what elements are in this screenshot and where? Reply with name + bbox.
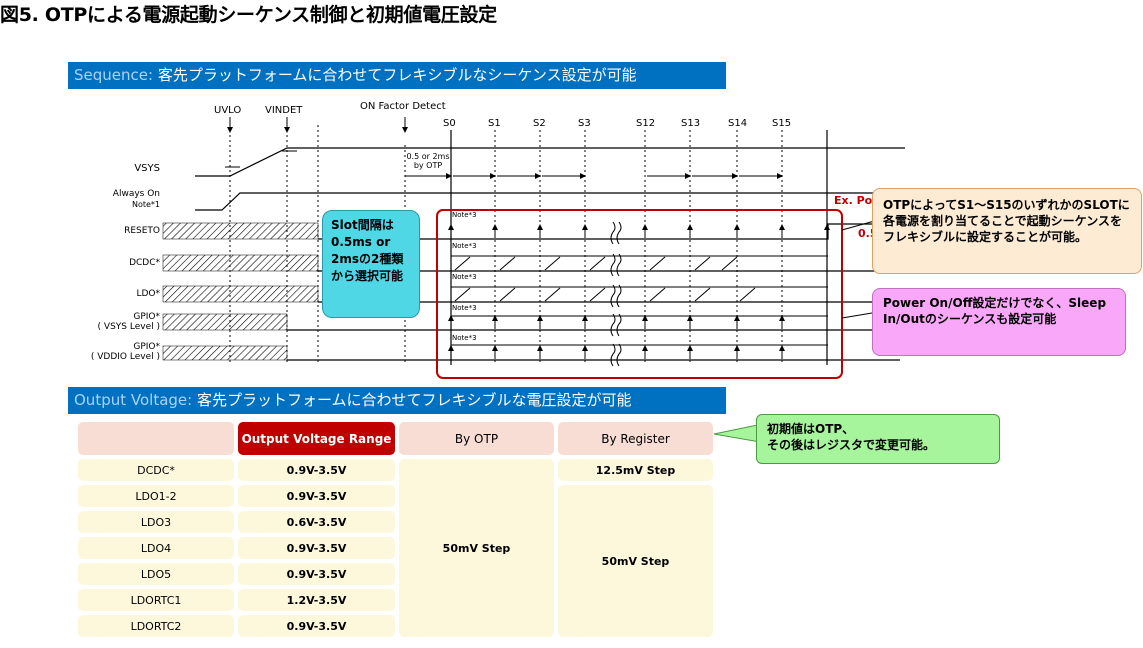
slot-interval-callout: Slot間隔は0.5ms or 2msの2種類から選択可能 <box>322 210 420 318</box>
sequence-banner-jp: 客先プラットフォームに合わせてフレキシブルなシーケンス設定が可能 <box>157 66 637 84</box>
table-row: LDORTC2 0.9V-3.5V <box>78 615 713 637</box>
slot-s2: S2 <box>533 118 546 129</box>
row-name: LDO3 <box>78 511 234 533</box>
event-arrows <box>227 117 408 133</box>
row-name: LDO4 <box>78 537 234 559</box>
always-on-wave <box>195 192 880 211</box>
table-row: LDORTC1 1.2V-3.5V <box>78 589 713 611</box>
output-voltage-banner: Output Voltage: 客先プラットフォームに合わせてフレキシブルな電圧… <box>68 387 726 414</box>
note3-label: Note*3 <box>452 334 477 342</box>
row-range: 0.9V-3.5V <box>238 537 395 559</box>
table-header-blank <box>78 422 234 455</box>
row-name: LDORTC1 <box>78 589 234 611</box>
slot-s14: S14 <box>728 118 748 129</box>
vindet-label: VINDET <box>265 105 303 116</box>
sleep-sequence-callout: Power On/Off設定だけでなく、Sleep In/Outのシーケンスも設… <box>872 288 1126 356</box>
signal-gpio-vddio: GPIO* <box>133 342 160 352</box>
slot-s13: S13 <box>681 118 701 129</box>
signal-reseto: RESETO <box>124 226 160 236</box>
event-dashed-lines <box>229 125 783 365</box>
sequence-banner: Sequence: 客先プラットフォームに合わせてフレキシブルなシーケンス設定が… <box>68 62 726 89</box>
table-row: LDO3 0.6V-3.5V <box>78 511 713 533</box>
sequence-banner-en: Sequence: <box>74 66 154 84</box>
signal-gpio-vddio-note: ( VDDIO Level ) <box>90 352 160 362</box>
table-header-range: Output Voltage Range <box>238 422 395 455</box>
otp-assign-callout: OTPによってS1～S15のいずれかのSLOTに各電源を割り当てることで起動シー… <box>872 188 1142 274</box>
note3-label: Note*3 <box>452 211 477 219</box>
otp-step-cell: 50mV Step <box>399 459 554 637</box>
table-row: LDO5 0.9V-3.5V <box>78 563 713 585</box>
table-header-register: By Register <box>558 422 713 455</box>
row-name: LDO5 <box>78 563 234 585</box>
row-range: 0.9V-3.5V <box>238 615 395 637</box>
signal-dcdc: DCDC* <box>129 258 160 268</box>
slot-s3: S3 <box>578 118 591 129</box>
slot-s15: S15 <box>772 118 792 129</box>
table-row: LDO4 0.9V-3.5V <box>78 537 713 559</box>
sequence-highlight-box <box>436 209 843 379</box>
signal-vsys: VSYS <box>134 163 160 174</box>
row-name: LDO1-2 <box>78 485 234 507</box>
interval-label: 0.5 or 2ms by OTP <box>406 152 450 170</box>
slot-s12: S12 <box>636 118 656 129</box>
table-header-otp: By OTP <box>399 422 554 455</box>
signal-ldo: LDO* <box>136 289 160 299</box>
table-row: LDO1-2 0.9V-3.5V 50mV Step <box>78 485 713 637</box>
signal-always-on-note: Note*1 <box>131 200 160 209</box>
row-range: 0.9V-3.5V <box>238 485 395 507</box>
initial-value-callout: 初期値はOTP、 その後はレジスタで変更可能。 <box>756 414 1000 464</box>
row-range: 0.6V-3.5V <box>238 511 395 533</box>
voltage-table: Output Voltage Range By OTP By Register … <box>74 418 717 641</box>
note3-label: Note*3 <box>452 273 477 281</box>
row-range: 1.2V-3.5V <box>238 589 395 611</box>
output-banner-en: Output Voltage: <box>74 391 193 409</box>
row-name: LDORTC2 <box>78 615 234 637</box>
slot-s1: S1 <box>488 118 501 129</box>
vsys-wave <box>195 147 905 177</box>
signal-gpio-vsys: GPIO* <box>133 312 160 322</box>
output-banner-jp: 客先プラットフォームに合わせてフレキシブルな電圧設定が可能 <box>196 391 632 409</box>
row-range: 0.9V-3.5V <box>238 563 395 585</box>
on-factor-label: ON Factor Detect <box>360 101 446 112</box>
uvlo-label: UVLO <box>214 105 242 116</box>
reg-step-dcdc: 12.5mV Step <box>558 459 713 481</box>
table-row: DCDC* 0.9V-3.5V 50mV Step 12.5mV Step <box>78 459 713 637</box>
note3-label: Note*3 <box>452 242 477 250</box>
timing-diagram <box>162 117 905 379</box>
slot-s0: S0 <box>443 118 456 129</box>
row-range: 0.9V-3.5V <box>238 459 395 481</box>
note3-label: Note*3 <box>452 304 477 312</box>
signal-always-on: Always On <box>112 189 160 199</box>
row-name: DCDC* <box>78 459 234 481</box>
signal-gpio-vsys-note: ( VSYS Level ) <box>97 322 160 332</box>
figure-title: 図5. OTPによる電源起動シーケンス制御と初期値電圧設定 <box>0 4 497 26</box>
reg-step-ldo: 50mV Step <box>558 485 713 637</box>
ex-label: Ex. Po <box>834 194 873 207</box>
